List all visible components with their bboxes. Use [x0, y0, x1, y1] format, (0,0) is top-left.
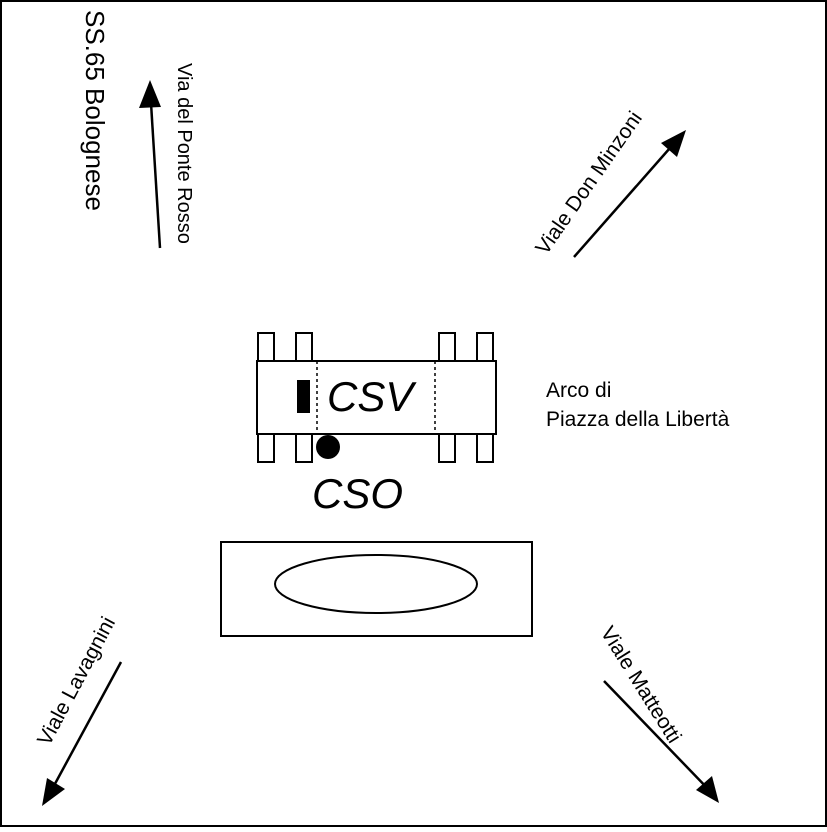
station-label-cso: CSO — [312, 470, 403, 517]
pillar — [476, 332, 494, 362]
pillar — [257, 332, 275, 362]
arrow-southeast-head — [696, 776, 719, 803]
pillar — [476, 433, 494, 463]
pillar — [438, 433, 456, 463]
road-label-ponte-rosso: Via del Ponte Rosso — [173, 63, 195, 244]
arrow-northeast-head — [661, 130, 686, 157]
pillar — [295, 332, 313, 362]
arrow-north-head — [139, 80, 161, 108]
arrow-north — [148, 86, 162, 249]
arch-body — [256, 360, 497, 435]
landmark-label-line1: Arco di — [546, 379, 611, 402]
cso-marker — [316, 435, 340, 459]
road-label-ss65: SS.65 Bolognese — [80, 10, 110, 211]
arrow-southwest-head — [42, 778, 65, 806]
landmark-label-line2: Piazza della Libertà — [546, 408, 730, 431]
pillar — [438, 332, 456, 362]
arrow-southwest — [48, 661, 123, 794]
piazza-ellipse — [274, 554, 478, 614]
arrow-southeast — [603, 680, 712, 793]
pillar — [257, 433, 275, 463]
arch-structure — [256, 332, 497, 463]
csv-marker — [297, 380, 310, 413]
arrow-northeast — [573, 139, 678, 258]
station-label-csv: CSV — [327, 373, 417, 420]
pillar — [295, 433, 313, 463]
